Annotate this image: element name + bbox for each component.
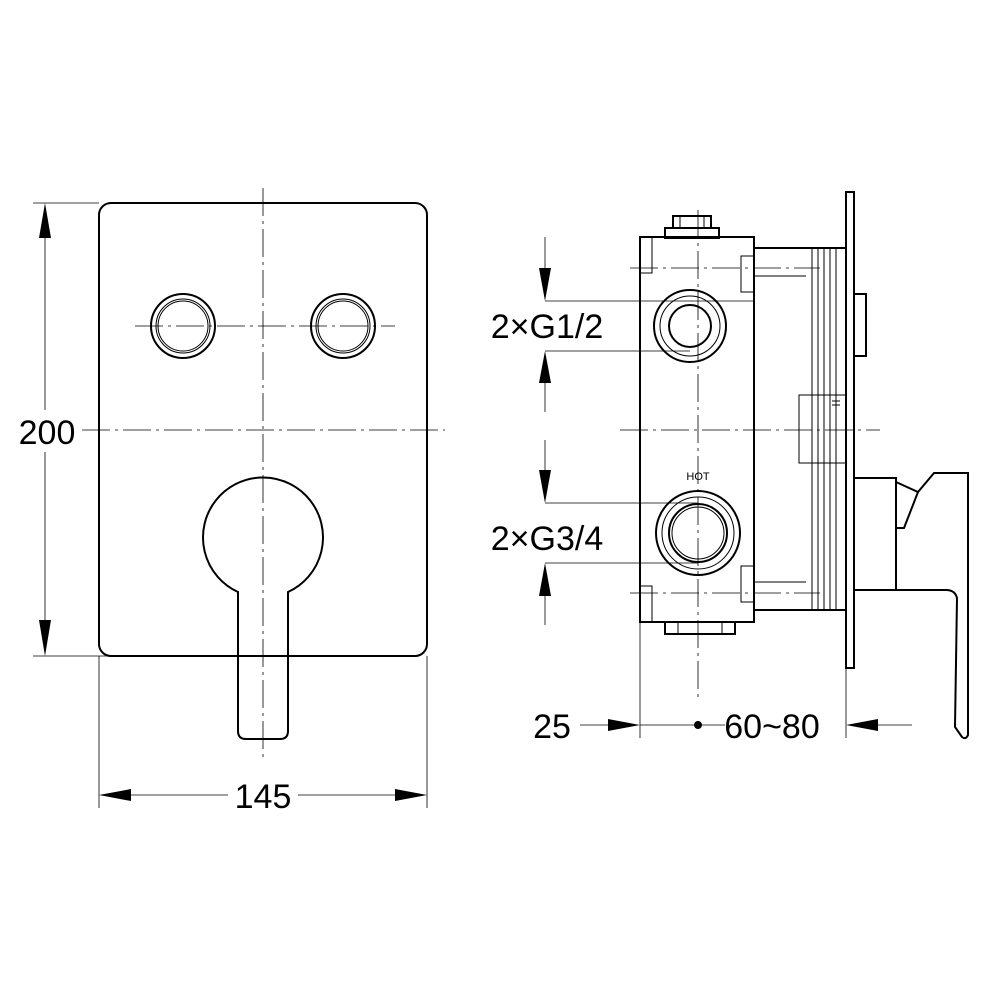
body-notches xyxy=(639,236,755,623)
inlet-arrow-bottom xyxy=(539,563,551,596)
inlet-dimension-label: 2×G3/4 xyxy=(491,520,603,558)
depth-min-label: 25 xyxy=(533,708,571,746)
outlet-port xyxy=(653,289,727,363)
right-button xyxy=(310,293,376,359)
depth-center-dot xyxy=(694,721,702,729)
outlet-arrow-bottom xyxy=(539,351,551,383)
top-cap xyxy=(664,215,720,239)
hot-label: HOT xyxy=(686,471,710,483)
left-button xyxy=(150,293,216,359)
depth-min-arrow xyxy=(608,719,640,731)
bottom-cap xyxy=(664,621,736,635)
width-arrow-right xyxy=(395,789,427,801)
width-dimension-label: 145 xyxy=(235,778,292,816)
inlet-arrow-top xyxy=(539,470,551,503)
mixer-handle xyxy=(202,476,324,740)
diverter-knob-side xyxy=(853,293,867,357)
depth-range-arrow xyxy=(846,719,878,731)
valve-body xyxy=(639,236,755,623)
height-arrow-bottom xyxy=(39,620,51,656)
depth-range-label: 60~80 xyxy=(724,708,820,746)
inlet-port xyxy=(655,490,741,576)
cover-plate xyxy=(98,202,428,657)
height-dimension-label: 200 xyxy=(19,414,76,452)
side-view: HOT 2×G1/2 2×G3/4 xyxy=(491,191,969,746)
outlet-dimension-label: 2×G1/2 xyxy=(491,308,603,346)
threaded-sleeve xyxy=(753,247,847,611)
height-arrow-top xyxy=(39,203,51,238)
outlet-arrow-top xyxy=(539,268,551,301)
width-arrow-left xyxy=(99,789,131,801)
wall-plate xyxy=(845,191,855,669)
front-view: 200 145 xyxy=(19,188,445,816)
handle-side-profile xyxy=(853,472,969,740)
